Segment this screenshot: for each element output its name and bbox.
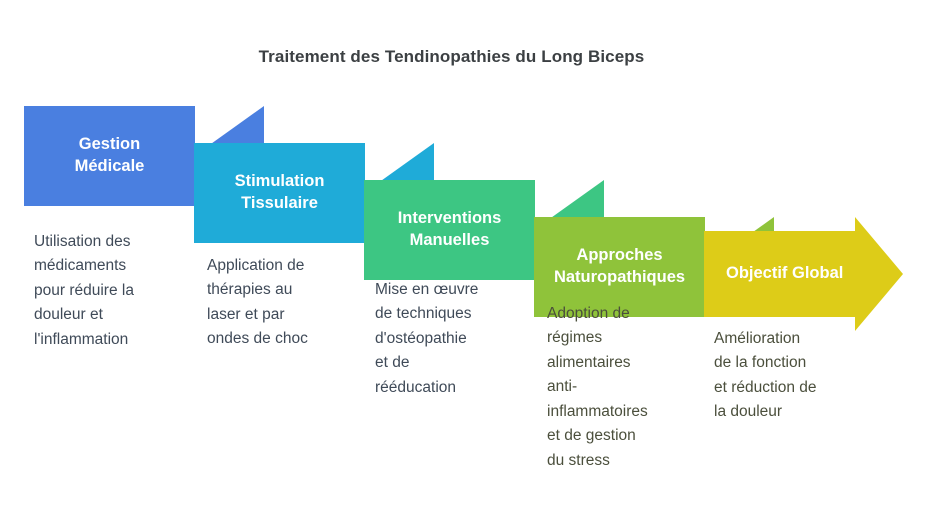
page-title: Traitement des Tendinopathies du Long Bi… bbox=[258, 47, 645, 66]
stage-2: Stimulation Tissulaire Application de th… bbox=[194, 143, 444, 403]
stage-5-description: Amélioration de la fonction et réduction… bbox=[714, 330, 817, 421]
stage-3-description: Mise en œuvre de techniques d'ostéopathi… bbox=[375, 281, 479, 396]
stage-3-body: Interventions Manuelles bbox=[364, 180, 535, 280]
stage-2-description: Application de thérapies au laser et par… bbox=[207, 257, 308, 348]
stage-4-body: Approches Naturopathiques bbox=[534, 217, 705, 317]
stage-1-label: Gestion Médicale bbox=[74, 135, 145, 175]
stage-1-body: Gestion Médicale bbox=[24, 106, 195, 206]
stage-3-label: Interventions Manuelles bbox=[397, 209, 502, 249]
stage-1-description: Utilisation des médicaments pour réduire… bbox=[34, 233, 134, 348]
stage-2-body: Stimulation Tissulaire bbox=[194, 143, 365, 243]
stage-5-body: Objectif Global bbox=[704, 231, 864, 317]
stage-1: Gestion Médicale Utilisation des médicam… bbox=[24, 106, 269, 366]
stage-5-arrow-shape[interactable] bbox=[704, 217, 909, 331]
stage-2-label: Stimulation Tissulaire bbox=[234, 172, 325, 212]
stage-5-label: Objectif Global bbox=[726, 264, 844, 283]
stage-4-description: Adoption de régimes alimentaires anti- i… bbox=[547, 305, 648, 469]
stage-4: Approches Naturopathiques Adoption de ré… bbox=[534, 217, 784, 507]
stage-4-label: Approches Naturopathiques bbox=[553, 246, 686, 286]
stage-5: Objectif Global Amélioration de la fonct… bbox=[704, 217, 924, 477]
